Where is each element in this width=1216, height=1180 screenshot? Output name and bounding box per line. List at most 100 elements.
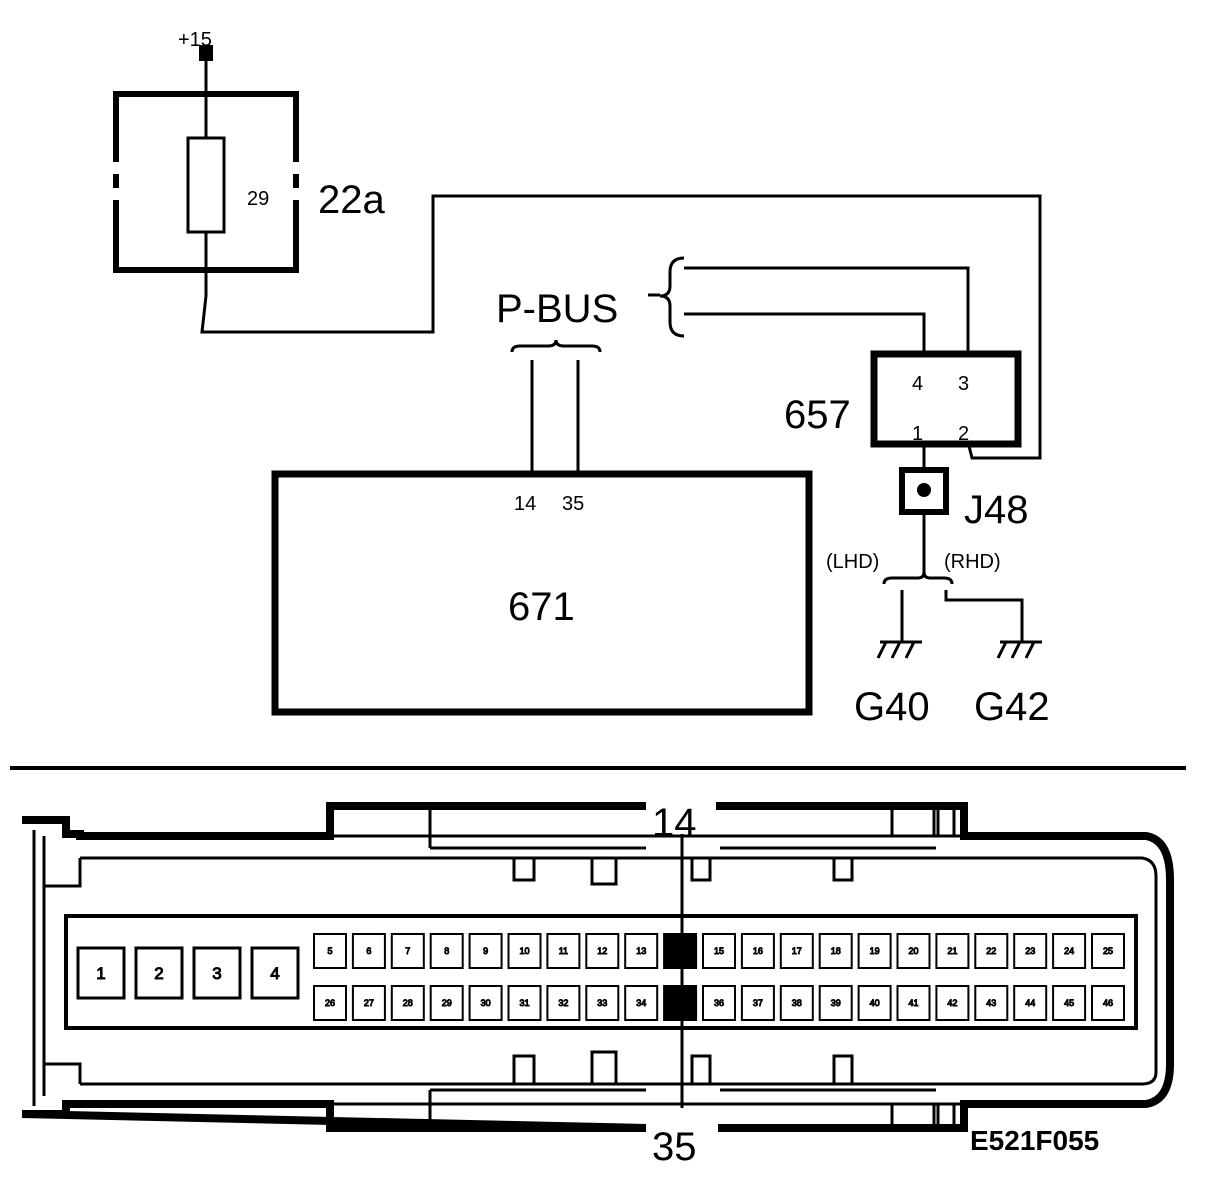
- pin-number: 12: [597, 946, 607, 956]
- figure-code: E521F055: [970, 1125, 1099, 1156]
- connector-pin-cell: 16: [740, 933, 775, 969]
- ground-g42-label: G42: [974, 685, 1050, 729]
- connector-pin-cell: 24: [1052, 933, 1087, 969]
- pin-number: 39: [831, 998, 841, 1008]
- pin-number: 24: [1064, 946, 1074, 956]
- connector-pin-cell: 37: [740, 985, 775, 1021]
- connector-pin-cell: 44: [1013, 985, 1048, 1021]
- pin-number: 46: [1103, 998, 1113, 1008]
- bus-brace-right: [659, 256, 685, 338]
- pin-number: 27: [364, 998, 374, 1008]
- pin-number: 32: [558, 998, 568, 1008]
- connector-pin-cell: 41: [896, 985, 931, 1021]
- bus-label: P-BUS: [496, 287, 618, 331]
- pin-number: 31: [519, 998, 529, 1008]
- pin-number: 9: [483, 946, 488, 956]
- connector-pin-cell: 13: [624, 933, 659, 969]
- pin-number: 30: [481, 998, 491, 1008]
- schematic: +15 22a 29 P-BUS: [113, 29, 1050, 729]
- connector-pin-cell: 43: [974, 985, 1009, 1021]
- connector-pin-cell: 22: [974, 933, 1009, 969]
- connector-pin-cell: 25: [1091, 933, 1125, 969]
- connector-pin-cell: 10: [507, 933, 542, 969]
- connector-pin-cell: 46: [1091, 985, 1125, 1021]
- connector-pin-cell: 29: [429, 985, 464, 1021]
- pin-number: 45: [1064, 998, 1074, 1008]
- module-label: 671: [508, 585, 575, 629]
- pin-field: [64, 914, 1138, 1030]
- pin-number: 36: [714, 998, 724, 1008]
- connector-pin-cell: 45: [1052, 985, 1087, 1021]
- wire-fuse-to-657: [200, 194, 1042, 460]
- connector-pin-cell: 32: [546, 985, 581, 1021]
- module-pin-14: 14: [514, 493, 536, 515]
- connector-pin-cell: 39: [818, 985, 853, 1021]
- connector-pin-cell: 42: [935, 985, 970, 1021]
- pin-number: 2: [154, 964, 163, 983]
- supply-label: +15: [178, 29, 212, 51]
- connector-657: [870, 350, 1022, 448]
- connector-pin-cell: 5: [313, 933, 347, 969]
- bus-line-pin4: [684, 312, 926, 355]
- connector-657-label: 657: [784, 393, 851, 437]
- ground-g40-symbol: [876, 640, 922, 659]
- connector-pin-cell: 33: [585, 985, 620, 1021]
- connector-pin-cell: 19: [857, 933, 892, 969]
- pin-number: 43: [986, 998, 996, 1008]
- connector-pin-cell: 4: [250, 946, 300, 1000]
- pin-number: 42: [947, 998, 957, 1008]
- pin-number: 11: [559, 946, 568, 956]
- connector-pin-cell: 36: [702, 985, 736, 1021]
- pin-number: 37: [753, 998, 763, 1008]
- lhd-label: (LHD): [826, 551, 879, 573]
- connector-pin-cell: 8: [429, 933, 464, 969]
- connector-pin-cell: 38: [779, 985, 814, 1021]
- connector-pin-4: 4: [912, 373, 923, 395]
- pin-number: 13: [636, 946, 646, 956]
- pin-number: 20: [908, 946, 918, 956]
- connector-pin-cell: 20: [896, 933, 931, 969]
- connector-housing: [21, 802, 1174, 1132]
- bus-line-pin3: [684, 266, 970, 355]
- pin-number: 16: [753, 946, 763, 956]
- connector-pin-cell: 7: [390, 933, 425, 969]
- pin-number: 34: [636, 998, 646, 1008]
- pin-number: 38: [792, 998, 802, 1008]
- module-pin-35: 35: [562, 493, 584, 515]
- connector-pin-cell: 12: [585, 933, 620, 969]
- pin-number: 22: [986, 946, 996, 956]
- connector-pin-cell: 11: [546, 933, 581, 969]
- supply-terminal: [199, 45, 213, 61]
- pin-number: 25: [1103, 946, 1113, 956]
- connector-pin-cell: 40: [857, 985, 892, 1021]
- pin-number: 7: [405, 946, 410, 956]
- connector-pin-cell: 2: [134, 946, 184, 1000]
- pin-number: 33: [597, 998, 607, 1008]
- pin-number: 21: [947, 946, 957, 956]
- module-671: [271, 470, 813, 716]
- fuse-box-label: 22a: [318, 178, 385, 222]
- connector-pin-cell: 18: [818, 933, 853, 969]
- connector-pin-cell: 23: [1013, 933, 1048, 969]
- junction-dot: [917, 483, 931, 497]
- connector-pin-cell: 6: [351, 933, 386, 969]
- pin-number: 10: [519, 946, 529, 956]
- connector-pin-cell: 27: [351, 985, 386, 1021]
- ground-g42-symbol: [996, 640, 1042, 659]
- connector-pin-cell: [663, 933, 698, 969]
- pin-number: 23: [1025, 946, 1035, 956]
- pin-number: 1: [96, 964, 105, 983]
- pin-number: 44: [1025, 998, 1035, 1008]
- pin-number: 26: [325, 998, 335, 1008]
- pin-number: 19: [870, 946, 880, 956]
- fuse-29: [186, 136, 226, 234]
- connector-pin-cell: 9: [468, 933, 503, 969]
- pin-number: 6: [366, 946, 371, 956]
- connector-pin-1: 1: [912, 423, 923, 445]
- pin-number: 4: [270, 964, 279, 983]
- pin-number: 29: [442, 998, 452, 1008]
- pin-number: 18: [831, 946, 841, 956]
- lhd-rhd-brace: [882, 571, 954, 585]
- connector-pin-cell: 21: [935, 933, 970, 969]
- pin-number: 41: [908, 998, 918, 1008]
